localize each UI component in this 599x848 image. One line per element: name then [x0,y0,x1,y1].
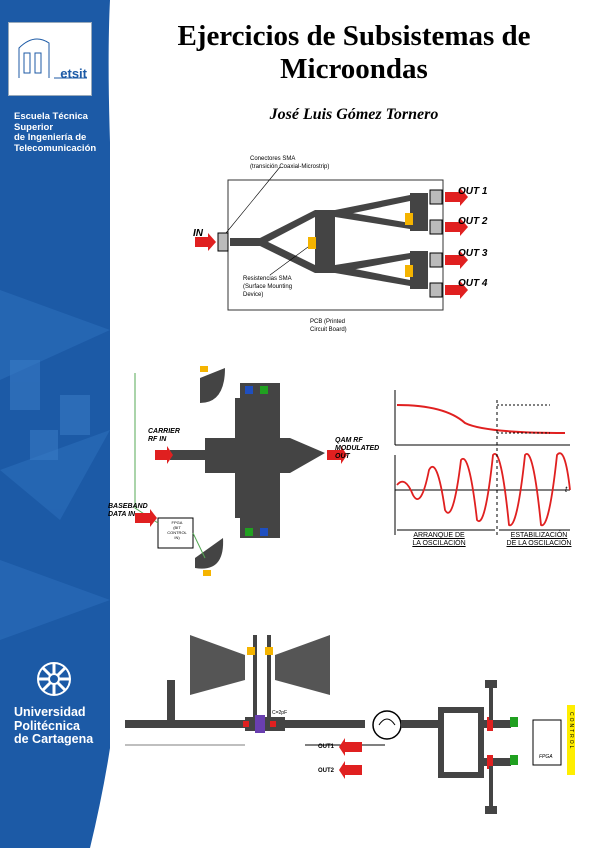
qam-modulator-figure [134,366,347,576]
callout-line: (transición Coaxial-Microstrip) [250,164,330,170]
circuit-figure [125,635,575,814]
time-axis-label: t [565,485,568,494]
out1-label: OUT1 [318,744,335,750]
label-line: RF IN [148,436,167,443]
page-curve [90,0,200,848]
school-line: Escuela Técnica [14,111,88,122]
input-label: IN [193,228,203,239]
label-line: DE LA OSCILACIÓN [506,540,572,547]
fpga-label: FPGA [539,754,553,760]
label-line: CARRIER [148,428,180,435]
label-line: BASEBAND [108,503,148,510]
estabilizacion-label: ESTABILIZACIÓN DE LA OSCILACIÓN [496,532,582,548]
arranque-label: ARRANQUE DE LA OSCILACIÓN [404,532,474,548]
fpga-block-label: FPGA (BIT CONTROL IN) [162,520,192,540]
callout-line: Circuit Board) [310,327,347,333]
label-line: ESTABILIZACIÓN [510,532,568,539]
author: José Luis Gómez Tornero [269,106,439,123]
page-title: Ejercicios de Subsistemas de Microondas [118,20,590,86]
pcb-callout: PCB (Printed Circuit Board) [310,318,347,334]
baseband-label: BASEBAND DATA IN [108,503,148,519]
output-label: OUT 2 [458,216,488,227]
label-line: QAM RF [335,437,363,444]
oscillation-plot [394,390,571,535]
output-label: OUT 4 [458,278,488,289]
label-line: IN) [174,535,180,540]
label-line: OUT [335,453,350,460]
university-line: de Cartagena [14,732,94,746]
upct-logo-icon [37,662,71,696]
building-icon [18,38,87,79]
carrier-label: CARRIER RF IN [148,428,180,444]
callout-line: Conectores SMA [250,156,296,162]
label-line: LA OSCILACIÓN [412,540,466,547]
label-line: MODULATED [335,445,380,452]
title-line: Microondas [280,53,428,85]
label-line: FPGA [171,520,183,525]
callout-line: Resistencias SMA [243,276,292,282]
out2-label: OUT2 [318,768,335,774]
output-label: OUT 3 [458,248,488,259]
university-line: Universidad [14,705,86,719]
callout-line: PCB (Printed [310,319,346,325]
output-label: OUT 1 [458,186,488,197]
university-line: Politécnica [14,718,80,733]
title-line: Ejercicios de Subsistemas de [177,20,531,52]
smd-callout: Resistencias SMA (Surface Mounting Devic… [243,275,292,299]
callout-line: Device) [243,292,264,298]
qam-out-label: QAM RF MODULATED OUT [335,437,379,461]
capacitor-label: C=2pF [272,710,288,716]
label-line: (BIT [173,525,181,530]
control-bus-label: CONTROL [568,712,574,751]
label-line: DATA IN [108,511,136,518]
label-line: ARRANQUE DE [413,532,465,539]
logo-text: etsit [60,66,87,81]
sidebar-decoration [0,290,110,640]
university-name: Universidad Politécnica de Cartagena [14,705,110,747]
school-line: Telecomunicación [14,142,97,154]
etsit-logo: etsit [8,22,92,96]
power-divider-figure [195,166,468,311]
sidebar: etsit Escuela Técnica Superior de Ingeni… [0,0,110,848]
school-name: Escuela Técnica Superior de Ingeniería d… [14,111,110,154]
callout-line: (Surface Mounting [243,284,293,290]
school-line: Superior [14,121,54,133]
sma-callout: Conectores SMA (transición Coaxial-Micro… [250,155,329,171]
label-line: CONTROL [167,530,187,535]
school-line: de Ingeniería de [14,132,87,143]
